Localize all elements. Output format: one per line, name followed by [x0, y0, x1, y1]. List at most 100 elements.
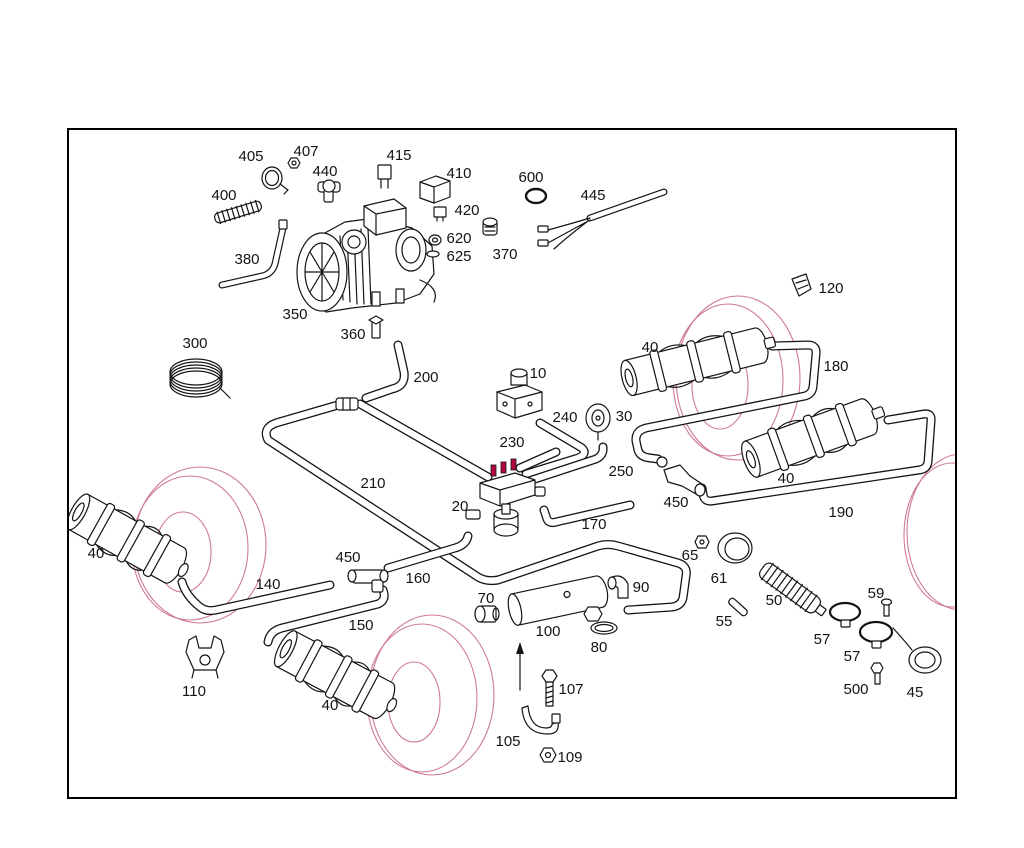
ring-600: [524, 187, 548, 205]
callout-20: 20: [452, 498, 469, 515]
screw-500: [870, 662, 884, 685]
air-spring-40-left: [69, 493, 189, 584]
callout-450-right: 450: [663, 494, 688, 511]
clamp-57-b: [858, 620, 894, 649]
clamp-405: [261, 166, 289, 195]
nut-620: [428, 234, 442, 246]
callout-160: 160: [405, 570, 430, 587]
reservoir-100: [507, 575, 609, 626]
pressure-sensor-30: [585, 403, 611, 441]
callout-55: 55: [716, 613, 733, 630]
diagram-frame: [67, 128, 957, 799]
pipe-380: [222, 219, 288, 285]
fuse-415: [377, 164, 392, 189]
pipe-200: [366, 345, 404, 398]
air-spring-40-right: [741, 398, 886, 478]
callout-200: 200: [413, 369, 438, 386]
callout-370: 370: [492, 246, 517, 263]
callout-80: 80: [591, 639, 608, 656]
elbow-90: [607, 575, 629, 599]
callout-350: 350: [282, 306, 307, 323]
clip-120: [791, 273, 812, 297]
connector-420: [433, 206, 447, 222]
callout-445: 445: [580, 187, 605, 204]
cable-445: [537, 192, 664, 250]
callout-407: 407: [293, 143, 318, 160]
callout-380: 380: [234, 251, 259, 268]
callout-65: 65: [682, 547, 699, 564]
air-spring-40-top: [620, 327, 777, 397]
washer-625: [426, 250, 440, 258]
callout-180: 180: [823, 358, 848, 375]
coil-300: [169, 358, 231, 399]
callout-240: 240: [552, 409, 577, 426]
nut-109: [539, 747, 557, 763]
callout-600: 600: [518, 169, 543, 186]
callout-250: 250: [608, 463, 633, 480]
callout-450-left: 450: [335, 549, 360, 566]
callout-170: 170: [581, 516, 606, 533]
callout-210: 210: [360, 475, 385, 492]
callout-105: 105: [495, 733, 520, 750]
callouts: 405 407 440 415 410 600 445 400 420 620 …: [88, 143, 924, 766]
callout-61: 61: [711, 570, 728, 587]
callout-40-bottom: 40: [322, 697, 339, 714]
callout-45: 45: [907, 684, 924, 701]
t-fitting-440: [317, 179, 341, 203]
callout-59: 59: [868, 585, 885, 602]
callout-300: 300: [182, 335, 207, 352]
holder-110: [185, 635, 225, 679]
ring-61: [717, 532, 753, 564]
callout-420: 420: [454, 202, 479, 219]
callout-90: 90: [633, 579, 650, 596]
compressor-350: [296, 198, 436, 313]
callout-140: 140: [255, 576, 280, 593]
fitting-450-right: [656, 456, 706, 497]
callout-400: 400: [211, 187, 236, 204]
grommet-370: [482, 217, 498, 236]
relay-410: [419, 175, 451, 204]
callout-230: 230: [499, 434, 524, 451]
screw-59: [880, 598, 893, 617]
callout-10: 10: [530, 365, 547, 382]
callout-150: 150: [348, 617, 373, 634]
callout-109: 109: [557, 749, 582, 766]
callout-415: 415: [386, 147, 411, 164]
callout-57-b: 57: [844, 648, 861, 665]
fitting-450-left: [347, 569, 389, 593]
callout-110: 110: [182, 683, 206, 700]
callout-50: 50: [766, 592, 783, 609]
direction-arrow: [516, 642, 524, 691]
nut-65: [694, 535, 710, 549]
callout-40-top: 40: [642, 339, 659, 356]
callout-405: 405: [238, 148, 263, 165]
callout-120: 120: [818, 280, 843, 297]
callout-30: 30: [616, 408, 633, 425]
callout-625: 625: [446, 248, 471, 265]
callout-40-right: 40: [778, 470, 795, 487]
callout-107: 107: [558, 681, 583, 698]
nut-80: [583, 606, 618, 635]
callout-440: 440: [312, 163, 337, 180]
pipe-junction: [335, 397, 359, 411]
callout-410: 410: [446, 165, 471, 182]
callout-500: 500: [843, 681, 868, 698]
callout-57-a: 57: [814, 631, 831, 648]
clamp-57-a: [828, 601, 862, 628]
callout-100: 100: [535, 623, 560, 640]
callout-40-left: 40: [88, 545, 105, 562]
sleeve-55: [728, 597, 748, 617]
hose-400: [213, 199, 263, 225]
callout-190: 190: [828, 504, 853, 521]
valve-10: [496, 368, 543, 419]
nut-407: [287, 157, 301, 169]
tire-right-edge: [903, 454, 955, 610]
hose-50: [758, 562, 827, 617]
valve-block-20: [465, 458, 546, 537]
bolt-107: [541, 669, 558, 707]
bolt-360: [368, 315, 384, 339]
clamp-105: [521, 705, 561, 735]
callout-360: 360: [340, 326, 365, 343]
cap-45: [892, 627, 942, 674]
